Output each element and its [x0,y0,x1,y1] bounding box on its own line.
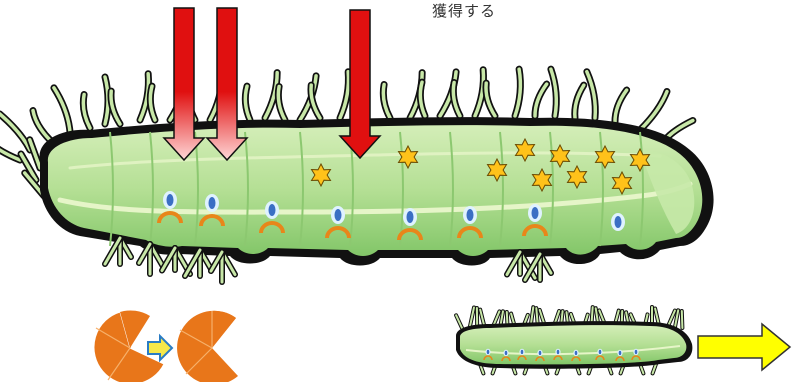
spiracle [521,350,524,354]
spiracle [487,350,490,354]
spiracle [467,209,474,221]
yellow-right-arrow [698,324,790,370]
caterpillar-body [48,125,702,256]
small-right-arrow [148,336,172,360]
spiracle [209,197,216,209]
spiracle [557,350,560,354]
spiracle [532,207,539,219]
spiracle [615,216,622,228]
spiracle [619,351,622,355]
spiracle [407,211,414,223]
spiracle [599,350,602,354]
pie-right [177,311,238,382]
spiracle [505,351,508,355]
hair [0,143,20,160]
spiracle [167,194,174,206]
spiracle [335,209,342,221]
spiracle [635,350,638,354]
hair [682,311,683,328]
spiracle [575,351,578,355]
spiracle [539,351,542,355]
spiracle [269,204,276,216]
small-caterpillar [456,307,692,373]
